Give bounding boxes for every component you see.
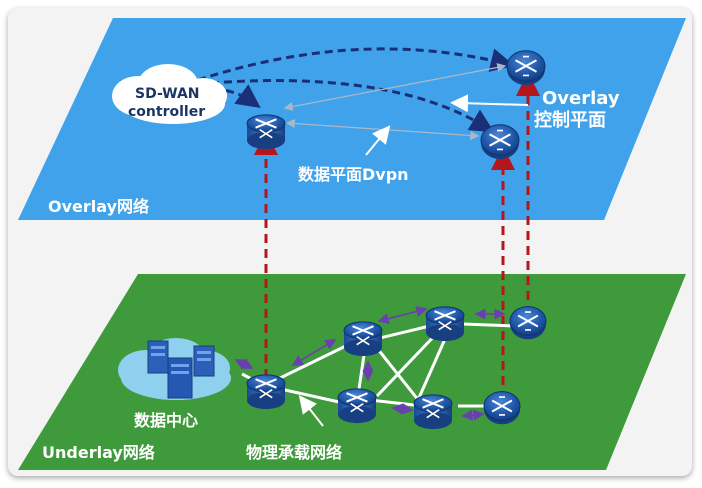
pointer-arrows xyxy=(298,94,529,427)
server-icon xyxy=(147,340,215,399)
control-plane-label-line1: Overlay xyxy=(542,88,620,109)
network-diagram: SD-WAN controller Overlay 控制平面 数据平面Dvpn … xyxy=(18,18,686,470)
underlay-link-arrows xyxy=(234,305,506,421)
data-plane-label: 数据平面Dvpn xyxy=(298,165,409,184)
red-dashed-links xyxy=(254,72,540,400)
control-plane-label-line2: 控制平面 xyxy=(534,109,606,131)
controller-label-line1: SD-WAN xyxy=(135,86,200,102)
underlay-router-core-2-icon xyxy=(337,388,377,424)
underlay-router-branch-2-icon xyxy=(483,391,521,425)
physical-network-label: 物理承载网络 xyxy=(246,443,342,462)
controller-label-line2: controller xyxy=(128,104,205,120)
underlay-router-core-3-icon xyxy=(425,306,465,342)
underlay-router-core-4-icon xyxy=(413,394,453,430)
diagram-frame: SD-WAN controller Overlay 控制平面 数据平面Dvpn … xyxy=(8,8,692,476)
underlay-router-branch-1-icon xyxy=(509,306,547,340)
overlay-plane-title: Overlay网络 xyxy=(48,197,149,216)
underlay-router-edge-icon xyxy=(246,374,286,410)
controller-cloud xyxy=(112,64,227,124)
routers xyxy=(246,50,547,430)
datacenter-label: 数据中心 xyxy=(134,411,198,430)
overlay-router-top-right-icon xyxy=(506,50,546,86)
overlay-router-right-icon xyxy=(480,124,520,160)
underlay-plane-title: Underlay网络 xyxy=(42,443,155,462)
underlay-router-core-1-icon xyxy=(343,321,383,357)
overlay-router-left-icon xyxy=(246,114,286,150)
